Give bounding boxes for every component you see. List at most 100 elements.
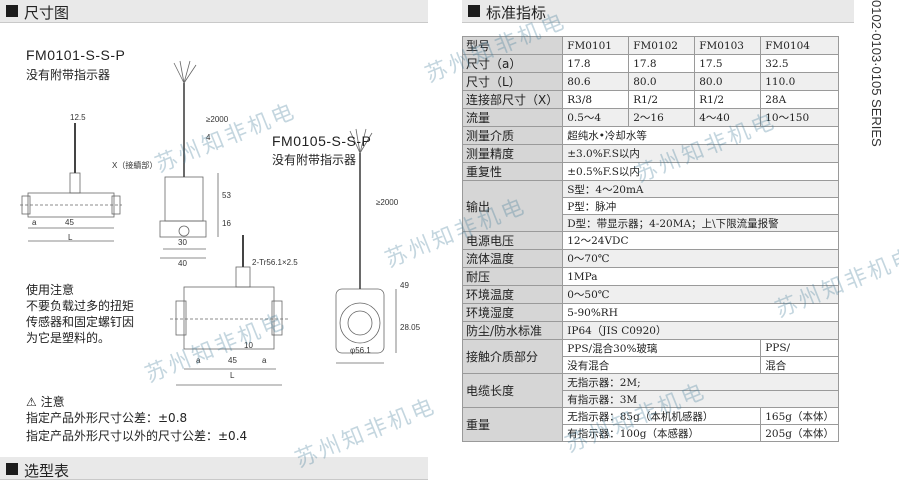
dimension-section-title: 尺寸图 — [24, 4, 70, 22]
table-row: 重量 无指示器：85g（本机机感器） 165g（本体） — [461, 407, 839, 442]
row-label: 耐压 — [461, 267, 564, 286]
table-row: 环境温度 0～50℃ — [461, 285, 839, 304]
spec-table: 型号 FM0101 FM0102 FM0103 FM0104 尺寸（a） 17.… — [461, 36, 839, 442]
cell: ±0.5%F.S以内 — [562, 162, 839, 181]
table-row: 重复性 ±0.5%F.S以内 — [461, 162, 839, 181]
caution-line-2: 指定产品外形尺寸以外的尺寸公差：±0.4 — [26, 429, 248, 443]
cell: 有指示器：100g（本感器） — [562, 424, 762, 442]
cell: 0～70℃ — [562, 249, 839, 268]
table-row: 电缆长度 无指示器：2M; — [461, 373, 839, 408]
fm0101-subtitle: 没有附带指示器 — [26, 68, 111, 82]
cell: 没有混合 — [562, 356, 762, 374]
dim-b-a2: a — [262, 356, 267, 365]
row-label: 流量 — [461, 108, 564, 127]
dim-tapping: 2-Tr56.1×2.5 — [252, 258, 298, 267]
dimension-drawing-panel: FM0101-S-S-P 没有附带指示器 FM0105-S-S-P 没有附带指示… — [0, 23, 428, 455]
spec-section-header: 标准指标 — [462, 0, 854, 23]
cell: D型：带显示器；4-20MA；上\下限流量报警 — [562, 214, 839, 232]
row-label: 测量精度 — [461, 144, 564, 163]
fm0105-model-label: FM0105-S-S-P — [272, 133, 372, 149]
fm0101-front-body — [164, 176, 204, 222]
usage-note-line: 不要负载过多的扭矩 — [26, 299, 135, 313]
cell: 5-90%RH — [562, 303, 839, 322]
row-label: 输出 — [461, 180, 564, 232]
cell: FM0104 — [760, 36, 839, 55]
dim-12-5: 12.5 — [70, 113, 86, 122]
row-label: 接触介质部分 — [461, 339, 564, 374]
cell: 无指示器：2M; — [562, 373, 839, 391]
row-label: 测量介质 — [461, 126, 564, 145]
row-label: 重复性 — [461, 162, 564, 181]
row-label: 电源电压 — [461, 231, 564, 250]
dim-b-10: 10 — [244, 341, 253, 350]
fm0105-side-body — [183, 286, 275, 350]
dim-l: L — [68, 233, 73, 242]
table-row: 流量 0.5～4 2～16 4～40 10～150 — [461, 108, 839, 127]
table-row: 有指示器：100g（本感器） 205g（本体） — [463, 424, 839, 442]
cell: FM0103 — [694, 36, 762, 55]
cell: ±3.0%F.S以内 — [562, 144, 839, 163]
table-row: 耐压 1MPa — [461, 267, 839, 286]
row-label: 防尘/防水标准 — [461, 321, 564, 340]
selection-section-header: 选型表 — [0, 457, 428, 480]
caution-line-1: 指定产品外形尺寸公差：±0.8 — [26, 411, 188, 425]
dim-b-a1: a — [196, 356, 201, 365]
cell: S型：4～20mA — [562, 180, 839, 198]
table-row: 流体温度 0～70℃ — [461, 249, 839, 268]
fm0101-model-label: FM0101-S-S-P — [26, 47, 126, 63]
cell: 2～16 — [628, 108, 696, 127]
cell: 17.5 — [694, 54, 762, 73]
cell: 165g（本体） — [760, 407, 839, 425]
row-label: 连接部尺寸（X） — [461, 90, 564, 109]
cell: 17.8 — [628, 54, 696, 73]
cell: 0.5～4 — [562, 108, 630, 127]
dim-a-left: a — [32, 218, 37, 227]
dim-40: 40 — [178, 259, 187, 268]
cell: P型：脉冲 — [562, 197, 839, 215]
cell: 32.5 — [760, 54, 839, 73]
series-side-label: 0102·0103·0105 SERIES — [866, 0, 886, 180]
table-row: 防尘/防水标准 IP64（JIS C0920） — [461, 321, 839, 340]
cell: FM0102 — [628, 36, 696, 55]
cell: PPS/ — [760, 339, 839, 357]
section-marker-icon — [6, 463, 18, 475]
dim-16: 16 — [222, 219, 231, 228]
dimension-drawing — [20, 60, 397, 386]
dimension-section-header: 尺寸图 — [0, 0, 428, 23]
dim-2000-a: ≥2000 — [206, 115, 229, 124]
dim-b-l: L — [230, 371, 235, 380]
row-label: 环境温度 — [461, 285, 564, 304]
table-row: 尺寸（a） 17.8 17.8 17.5 32.5 — [461, 54, 839, 73]
dim-30: 30 — [178, 238, 187, 247]
cell: 28A — [760, 90, 839, 109]
row-label: 型号 — [461, 36, 564, 55]
cell: 有指示器：3M — [562, 390, 839, 408]
dim-49: 49 — [400, 281, 409, 290]
table-row: 尺寸（L） 80.6 80.0 80.0 110.0 — [461, 72, 839, 91]
row-label: 尺寸（L） — [461, 72, 564, 91]
row-label: 电缆长度 — [461, 373, 564, 408]
cell: R1/2 — [628, 90, 696, 109]
cell: 110.0 — [760, 72, 839, 91]
table-row: 输出 S型：4～20mA — [461, 180, 839, 232]
row-label: 重量 — [461, 407, 564, 442]
cell: 17.8 — [562, 54, 630, 73]
row-label: 尺寸（a） — [461, 54, 564, 73]
caution-title: ⚠ 注意 — [26, 395, 65, 409]
table-row: 环境湿度 5-90%RH — [461, 303, 839, 322]
spec-section-title: 标准指标 — [486, 4, 547, 22]
cell: 1MPa — [562, 267, 839, 286]
cell: PPS/混合30%玻璃 — [562, 339, 762, 357]
dim-28-05: 28.05 — [400, 323, 421, 332]
cell: 混合 — [760, 356, 839, 374]
table-row: 型号 FM0101 FM0102 FM0103 FM0104 — [461, 36, 839, 55]
fm0105-subtitle: 没有附带指示器 — [272, 153, 357, 167]
cell: IP64（JIS C0920） — [562, 321, 839, 340]
table-row: 测量介质 超纯水•冷却水等 — [461, 126, 839, 145]
cell: 80.6 — [562, 72, 630, 91]
cell: 10～150 — [760, 108, 839, 127]
usage-note-line: 为它是塑料的。 — [26, 331, 111, 345]
selection-section-title: 选型表 — [24, 462, 70, 480]
dim-45: 45 — [65, 218, 74, 227]
section-marker-icon — [468, 5, 480, 17]
